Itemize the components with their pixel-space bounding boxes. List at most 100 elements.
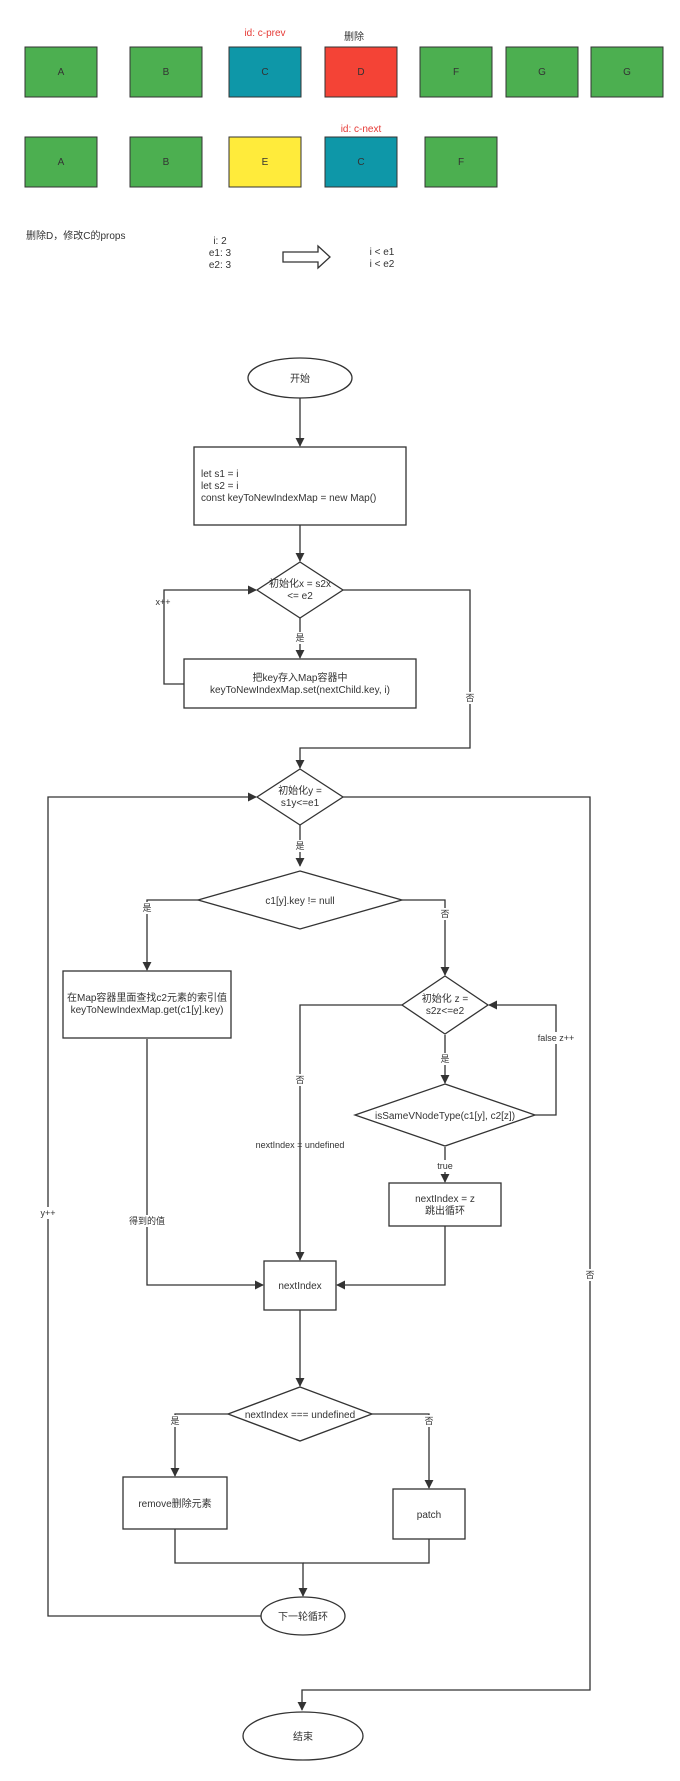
label-x-inc: x++ [155,597,170,607]
remove-label: remove删除元素 [138,1497,211,1510]
label-bg [433,1160,457,1172]
prev-box-g1 [505,46,579,98]
map-lookup-box [62,970,232,1039]
loop-x-line-1: 初始化x = s2x [269,577,331,590]
var-e1: e1: 3 [209,248,232,259]
prev-box-d-label: D [357,67,364,78]
assign-index-box [388,1182,502,1227]
label-true-same: true [437,1161,453,1171]
label-yes-x: 是 [295,633,304,643]
init-line-3: const keyToNewIndexMap = new Map() [201,493,376,504]
label-bg [437,908,453,920]
label-bg [292,1074,308,1086]
prev-box-c [228,46,302,98]
label-bg [582,1269,598,1281]
cond-i-e2: i < e2 [370,259,395,270]
edge-remove-nextround [174,1529,308,1597]
next-children-row: A B E id: c-next C F [24,124,498,188]
loop-z-line-1: 初始化 z = [422,992,469,1005]
prev-box-d [324,46,398,98]
edge-undef-remove [170,1413,228,1477]
next-box-f [424,136,498,188]
label-y-inc: y++ [40,1208,55,1218]
label-yes-z: 是 [440,1054,449,1064]
label-bg [437,1053,453,1065]
info-row: 删除D，修改C的props i: 2 e1: 3 e2: 3 i < e1 i … [26,229,395,271]
prev-box-g2-label: G [623,67,631,78]
prev-box-b-label: B [163,67,170,78]
next-box-e [228,136,302,188]
edge-nextround-loopy [47,792,264,1617]
edge-labels: x++ 是 否 是 是 否 否 nextIndex = undefined 是 … [36,597,598,1427]
loop-x-decision [255,561,345,619]
next-box-c-label: C [357,157,364,168]
label-no-undef: 否 [424,1416,433,1426]
loop-y-line-1: 初始化y = [278,784,322,797]
label-no-key: 否 [440,909,449,919]
edge-undef-patch [372,1413,434,1489]
next-box-b [129,136,203,188]
label-undefined-note: nextIndex = undefined [256,1140,345,1150]
key-check-label: c1[y].key != null [265,896,334,907]
next-box-f-label: F [458,157,464,168]
lookup-line-1: 在Map容器里面查找c2元素的索引值 [67,991,227,1004]
loop-z-line-2: s2z<=e2 [426,1006,465,1017]
next-box-a-label: A [58,157,65,168]
label-yes-y: 是 [295,841,304,851]
label-bg [292,632,308,644]
assign-line-1: nextIndex = z [415,1194,475,1205]
lookup-line-2: keyToNewIndexMap.get(c1[y].key) [71,1005,224,1016]
label-no-y: 否 [585,1270,594,1280]
right-arrow-icon [282,244,331,270]
next-box-a [24,136,98,188]
prev-box-a [24,46,98,98]
prev-box-g2 [590,46,664,98]
c-next-annotation: id: c-next [341,124,382,135]
label-bg [125,1215,169,1227]
next-box-c [324,136,398,188]
edge-patch-merge [303,1539,430,1564]
edge-assign-nextindex [336,1226,446,1290]
start-label: 开始 [290,372,310,385]
store-line-1: 把key存入Map容器中 [252,671,347,684]
loop-z-decision [400,975,490,1035]
loop-x-line-2: <= e2 [287,591,313,602]
label-got-value: 得到的值 [129,1215,165,1226]
prev-box-f-label: F [453,67,459,78]
store-key-box [183,658,417,709]
label-bg [462,692,478,704]
label-bg [139,902,155,914]
flow-edges [47,398,591,1711]
next-index-label: nextIndex [278,1281,321,1292]
patch-label: patch [417,1510,441,1521]
label-bg [421,1415,437,1427]
edge-same-loopz [488,1000,557,1116]
same-check-label: isSameVNodeType(c1[y], c2[z]) [375,1111,515,1122]
label-yes-undef: 是 [170,1416,179,1426]
edge-key-lookup [142,899,198,971]
var-e2: e2: 3 [209,260,232,271]
next-box-e-label: E [262,157,269,168]
label-false-z: false z++ [538,1033,575,1043]
label-yes-key: 是 [142,903,151,913]
prev-box-g1-label: G [538,67,546,78]
c-prev-annotation: id: c-prev [244,28,285,39]
label-bg [36,1207,60,1219]
end-label: 结束 [293,1730,313,1743]
edge-key-loopz [402,899,450,976]
init-vars-box [193,446,407,526]
start-node [247,357,353,399]
undef-check-label: nextIndex === undefined [245,1410,355,1421]
flow-nodes: 开始 let s1 = i let s2 = i const keyToNewI… [62,357,537,1761]
same-vnode-decision [353,1083,537,1147]
delete-annotation: 删除 [344,30,364,43]
prev-box-b [129,46,203,98]
init-line-1: let s1 = i [201,469,239,480]
label-bg [292,840,308,852]
label-no-z: 否 [295,1075,304,1085]
prev-box-f [419,46,493,98]
label-bg [167,1415,183,1427]
edge-store-loopx [163,585,257,685]
end-node [242,1711,364,1761]
